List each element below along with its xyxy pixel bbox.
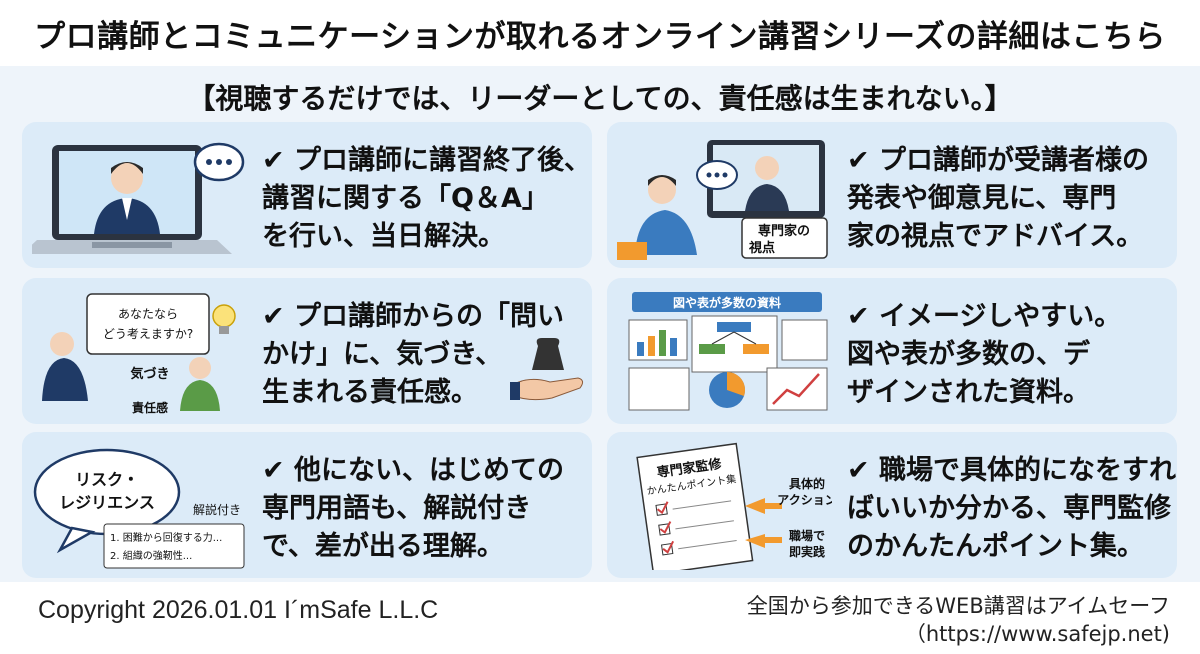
copyright-text: Copyright 2026.01.01 I´mSafe L.L.C: [38, 596, 439, 624]
viewpoint-label: 視点: [748, 240, 775, 256]
promo-link[interactable]: 全国から参加できるWEB講習はアイムセーフ （https://www.safej…: [650, 592, 1170, 648]
panel-line: 発表や御意見に、専門: [847, 183, 1117, 214]
expert-label: 専門家の: [758, 223, 810, 239]
panel-points: 専門家監修 かんたんポイント集 具体的 アクション 職場で 即実践 ✔ 職場で具…: [607, 432, 1177, 578]
panel-line: ばいいか分かる、専門監修: [847, 493, 1171, 524]
definition-line-2: 2. 組織の強靭性...: [110, 549, 192, 562]
panel-materials-text: ✔ イメージしやすい。 図や表が多数の、デ ザインされた資料。: [847, 298, 1172, 412]
checklist-icon: [655, 500, 737, 556]
panel-terms: リスク・ レジリエンス 解説付き 1. 困難から回復する力... 2. 組織の強…: [22, 432, 592, 578]
panel-line: 講習に関する「Q＆A」: [262, 183, 549, 214]
term-label-2: レジリエンス: [59, 493, 155, 512]
term-label-1: リスク・: [75, 470, 139, 489]
materials-illustration: 図や表が多数の資料: [628, 292, 828, 411]
panel-line: ✔ プロ講師が受講者様の: [847, 145, 1150, 176]
definition-line-1: 1. 困難から回復する力...: [110, 531, 222, 544]
hand-weight-icon: [510, 338, 584, 401]
arrow-icon: [745, 498, 782, 514]
panel-line: 家の視点でアドバイス。: [847, 221, 1144, 252]
explanation-label: 解説付き: [193, 502, 241, 517]
responsibility-label: 責任感: [132, 400, 168, 415]
panel-line: で、差が出る理解。: [262, 531, 504, 562]
awareness-label: 気づき: [130, 366, 169, 382]
panel-qa-text: ✔ プロ講師に講習終了後、 講習に関する「Q＆A」 を行い、当日解決。: [262, 142, 592, 256]
question-label-1: あなたなら: [118, 307, 178, 321]
practice-label-2: 即実践: [789, 544, 825, 559]
practice-label-1: 職場で: [789, 528, 825, 543]
materials-label: 図や表が多数の資料: [673, 295, 781, 310]
panel-line: 生まれる責任感。: [262, 377, 478, 408]
arrow-icon: [745, 534, 782, 548]
panel-line: かけ」に、気づき、: [262, 339, 503, 370]
footer: [0, 582, 1200, 654]
glossary-illustration: リスク・ レジリエンス 解説付き 1. 困難から回復する力... 2. 組織の強…: [33, 448, 245, 569]
panel-materials: 図や表が多数の資料 ✔ イメージしやすい。 図や表が多数の、デ ザインされた資料…: [607, 278, 1177, 424]
panel-line: 図や表が多数の、デ: [847, 339, 1090, 370]
panel-qa: ✔ プロ講師に講習終了後、 講習に関する「Q＆A」 を行い、当日解決。: [22, 122, 592, 268]
panel-line: ✔ 他にない、はじめての: [262, 455, 565, 486]
panel-points-text: ✔ 職場で具体的になをすれ ばいいか分かる、専門監修 のかんたんポイント集。: [847, 452, 1177, 566]
speech-bubble-icon: [193, 142, 245, 182]
panel-line: を行い、当日解決。: [262, 221, 505, 252]
action-label-2: アクション: [777, 493, 832, 507]
panel-line: ✔ 職場で具体的になをすれ: [847, 455, 1177, 486]
panel-advice-text: ✔ プロ講師が受講者様の 発表や御意見に、専門 家の視点でアドバイス。: [847, 142, 1172, 256]
title-banner[interactable]: プロ講師とコミュニケーションが取れるオンライン講習シリーズの詳細はこちら: [0, 0, 1200, 66]
panel-line: ✔ イメージしやすい。: [847, 301, 1122, 332]
panel-terms-text: ✔ 他にない、はじめての 専門用語も、解説付き で、差が出る理解。: [262, 452, 587, 566]
panel-question-text: ✔ プロ講師からの「問い かけ」に、気づき、 生まれる責任感。: [262, 298, 587, 412]
expert-advice-illustration: 専門家の 視点: [617, 140, 828, 260]
question-label-2: どう考えますか?: [103, 327, 193, 341]
question-illustration: あなたなら どう考えますか? 気づき 責任感: [42, 293, 236, 415]
checklist-illustration: 専門家監修 かんたんポイント集 具体的 アクション 職場で 即実践: [636, 442, 832, 570]
promo-url[interactable]: （https://www.safejp.net): [904, 622, 1170, 646]
panel-line: 専門用語も、解説付き: [262, 493, 532, 524]
panel-line: ザインされた資料。: [847, 377, 1090, 408]
page-subtitle: 【視聴するだけでは、リーダーとしての、責任感は生まれない。】: [187, 82, 1013, 115]
action-label-1: 具体的: [789, 476, 825, 491]
page-title: プロ講師とコミュニケーションが取れるオンライン講習シリーズの詳細はこちら: [34, 18, 1166, 55]
promo-line: 全国から参加できるWEB講習はアイムセーフ: [746, 594, 1170, 618]
panel-line: ✔ プロ講師からの「問い: [262, 301, 565, 332]
laptop-instructor-illustration: [32, 142, 245, 254]
panel-line: ✔ プロ講師に講習終了後、: [262, 145, 592, 176]
panel-line: のかんたんポイント集。: [847, 531, 1144, 562]
panel-advice: 専門家の 視点 ✔ プロ講師が受講者様の 発表や御意見に、専門 家の視点でアドバ…: [607, 122, 1177, 268]
lightbulb-icon: [212, 304, 236, 334]
panel-question: あなたなら どう考えますか? 気づき 責任感 ✔ プロ講師からの「問い かけ」に…: [22, 278, 592, 424]
